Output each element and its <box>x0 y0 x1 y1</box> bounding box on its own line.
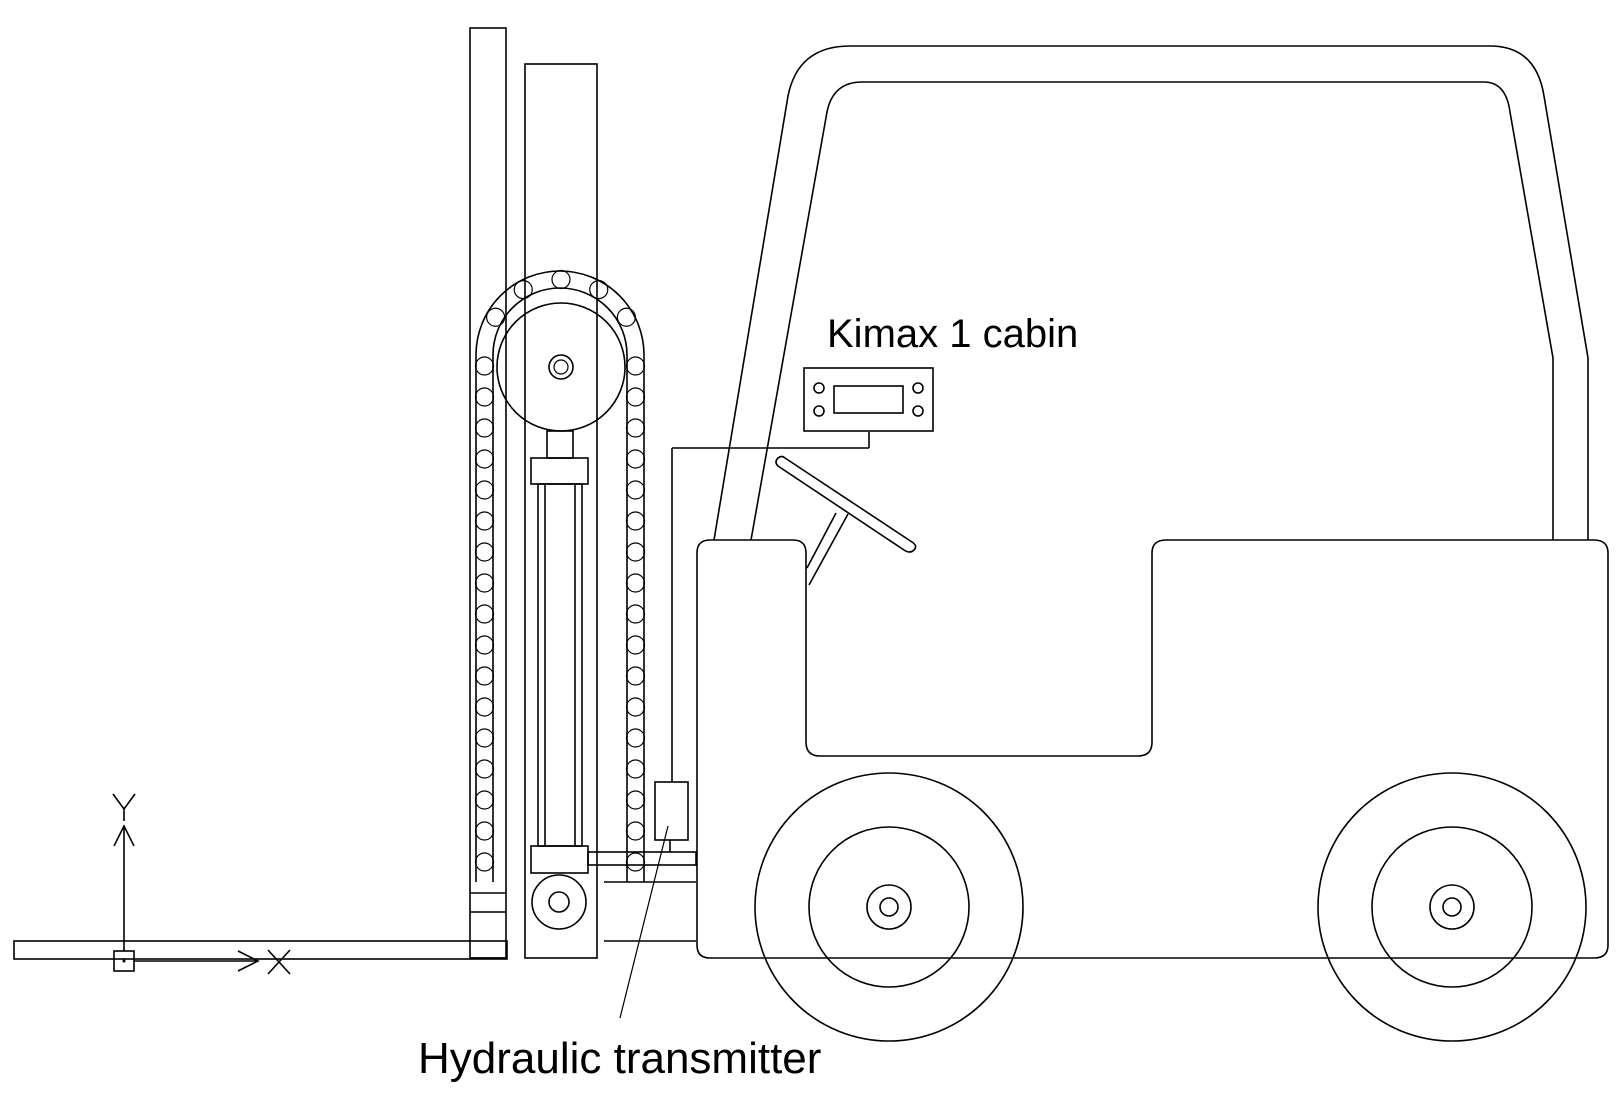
chain-roller <box>474 728 495 748</box>
cabin-roof <box>713 45 1589 541</box>
chain-roller <box>486 307 506 327</box>
chain-roller <box>474 418 495 438</box>
chain-roller <box>625 759 646 779</box>
chain-roller <box>474 790 495 810</box>
ucs-icon <box>112 793 291 975</box>
chain-roller <box>625 542 646 562</box>
chain-roller <box>625 449 646 469</box>
chain-roller <box>625 387 646 407</box>
chain-roller <box>625 821 646 841</box>
top-sprocket <box>496 302 626 432</box>
hydraulic-transmitter <box>619 432 870 1019</box>
chain-roller <box>551 269 571 290</box>
cabin-display <box>803 367 934 432</box>
lift-cylinder <box>530 430 589 930</box>
chain-roller <box>474 511 495 531</box>
chain-roller <box>474 542 495 562</box>
chain-roller <box>625 635 646 655</box>
chain-roller <box>474 356 495 376</box>
chain-roller <box>625 697 646 717</box>
chain-roller <box>625 852 646 872</box>
y-axis-glyph <box>112 793 136 821</box>
transmitter-label: Hydraulic transmitter <box>418 1034 821 1083</box>
lift-chain <box>474 269 646 882</box>
chain-roller <box>625 790 646 810</box>
chain-roller <box>474 666 495 686</box>
chain-roller <box>474 480 495 500</box>
chain-roller <box>474 697 495 717</box>
cabin-display-label: Kimax 1 cabin <box>827 312 1078 356</box>
chain-roller <box>474 821 495 841</box>
chain-roller <box>616 307 636 327</box>
outer-mast <box>469 27 507 959</box>
x-axis-glyph <box>267 949 291 975</box>
inner-mast <box>524 63 598 959</box>
steering-wheel <box>775 455 917 586</box>
chain-roller <box>474 852 495 872</box>
forklift-body <box>696 539 1609 959</box>
chain-roller <box>474 573 495 593</box>
hydraulic-lines <box>587 851 697 942</box>
chain-roller <box>625 573 646 593</box>
chain-roller <box>625 728 646 748</box>
rear-wheel <box>1317 772 1587 1042</box>
chain-roller <box>625 356 646 376</box>
chain-roller <box>474 449 495 469</box>
chain-roller <box>625 604 646 624</box>
front-wheel <box>754 772 1024 1042</box>
chain-roller <box>589 280 609 300</box>
chain-roller <box>625 666 646 686</box>
chain-roller <box>513 280 533 300</box>
chain-roller <box>625 511 646 531</box>
chain-roller <box>474 635 495 655</box>
chain-roller <box>474 759 495 779</box>
chain-roller <box>625 418 646 438</box>
forks <box>13 940 508 960</box>
chain-roller <box>474 604 495 624</box>
chain-roller <box>474 387 495 407</box>
chain-roller <box>625 480 646 500</box>
